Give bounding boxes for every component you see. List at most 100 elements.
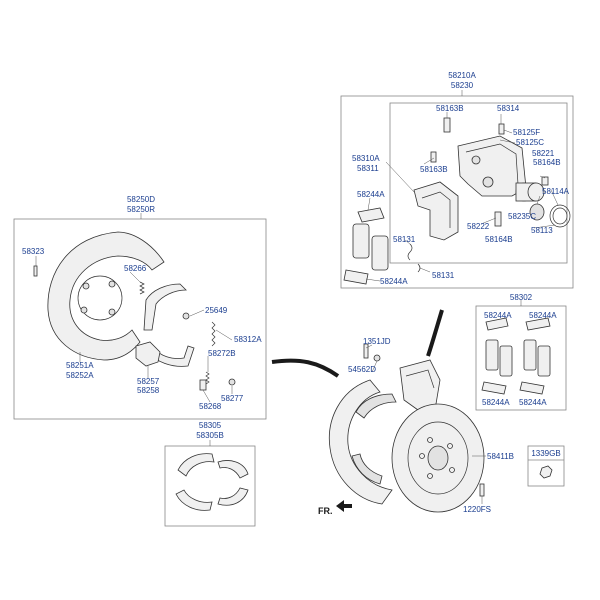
label-58244A-5: 58244A [482, 398, 510, 407]
label-58230: 58230 [451, 81, 474, 90]
caliper-carrier-bracket [413, 181, 459, 241]
caliper-assembly-box [340, 95, 574, 289]
pad-spring-a [407, 243, 413, 261]
kit-pad-4 [537, 345, 551, 377]
kit-clip-2 [525, 317, 551, 331]
label-58411B: 58411B [487, 452, 514, 461]
label-58311: 58311 [357, 164, 379, 173]
kit-pad-1 [485, 339, 499, 371]
parking-brake-box [13, 218, 267, 420]
cup-58277 [228, 378, 236, 386]
spring-58272B [205, 371, 210, 385]
backing-plate [47, 231, 165, 361]
label-58250D: 58250D [127, 195, 155, 204]
washer-54562D [373, 354, 381, 362]
label-58323: 58323 [22, 247, 45, 256]
retainer-25649 [182, 312, 190, 320]
label-58312A: 58312A [234, 335, 262, 344]
brake-pad-inner [371, 235, 389, 271]
pad-clip-upper [357, 207, 385, 223]
spring-58266 [139, 281, 145, 295]
label-58305B: 58305B [196, 431, 224, 440]
caliper-installed [399, 359, 441, 411]
spring-58312A [211, 321, 216, 347]
label-58272B: 58272B [208, 349, 236, 358]
label-58250R: 58250R [127, 205, 155, 214]
label-58164B-top: 58164B [533, 158, 561, 167]
front-direction-label: FR. [318, 506, 333, 516]
nut-1339GB [539, 465, 553, 479]
kit-clip-1 [485, 317, 509, 331]
label-58244A-3: 58244A [484, 311, 512, 320]
main-assembly-group: 1351JD 54562D 58411B 1220FS FR. [271, 309, 514, 516]
pointer-arrow-parking [271, 358, 340, 378]
label-58252A: 58252A [66, 371, 94, 380]
label-58125C: 58125C [516, 138, 544, 147]
pad-clip-lower [343, 269, 369, 285]
label-58125F: 58125F [513, 128, 540, 137]
shoe-set-2 [217, 460, 249, 479]
label-58314: 58314 [497, 104, 520, 113]
caliper-body [457, 135, 527, 197]
label-58244A-4: 58244A [529, 311, 557, 320]
label-54562D: 54562D [348, 365, 376, 374]
guide-bolt-top [443, 117, 451, 133]
label-58164B-low: 58164B [485, 235, 513, 244]
label-25649: 25649 [205, 306, 228, 315]
label-58244A-1: 58244A [357, 190, 385, 199]
caliper-inner-box [389, 102, 568, 264]
caliper-assembly-group: 58210A 58230 58163B 58314 58125F 58125C … [340, 71, 574, 289]
nut-group: 1339GB [527, 445, 565, 487]
screw-1220FS [479, 483, 485, 497]
label-1339GB: 1339GB [531, 449, 560, 458]
adjuster [135, 341, 161, 367]
label-58163B-mid: 58163B [420, 165, 448, 174]
pin-58268 [199, 379, 207, 391]
kit-pad-3 [523, 339, 537, 371]
kit-pad-2 [499, 345, 513, 377]
shoe-set-3 [175, 489, 213, 511]
label-58266: 58266 [124, 264, 147, 273]
bleed-screw [498, 123, 505, 135]
label-58114A: 58114A [542, 187, 570, 196]
shoe-set-group: 58305 58305B [164, 421, 256, 527]
kit-clip-3 [481, 381, 507, 395]
front-arrow-icon [336, 500, 352, 512]
bolt-58323 [33, 265, 38, 277]
label-58131-b: 58131 [432, 271, 455, 280]
piston-seal-ring [549, 204, 571, 228]
label-58113: 58113 [531, 226, 553, 235]
label-58251A: 58251A [66, 361, 94, 370]
label-58257: 58257 [137, 377, 160, 386]
label-58302: 58302 [510, 293, 533, 302]
label-1351JD: 1351JD [363, 337, 391, 346]
kit-clip-4 [519, 381, 545, 395]
label-58310A: 58310A [352, 154, 380, 163]
label-58163B-top: 58163B [436, 104, 464, 113]
guide-bolt-lower [494, 211, 502, 227]
label-58268: 58268 [199, 402, 222, 411]
pad-kit-group: 58302 58244A 58244A 58244A 58244A [475, 293, 567, 411]
shoe-set-1 [177, 453, 215, 477]
label-58258: 58258 [137, 386, 160, 395]
label-58131-a: 58131 [393, 235, 416, 244]
pad-spring-b [417, 263, 421, 273]
nut-box [527, 445, 565, 487]
label-58244A-2: 58244A [380, 277, 408, 286]
parking-shoe-upper [143, 283, 187, 331]
label-58277: 58277 [221, 394, 244, 403]
dust-shield [328, 379, 393, 505]
guide-pin [541, 176, 549, 186]
label-58305: 58305 [199, 421, 222, 430]
label-58210A: 58210A [448, 71, 476, 80]
label-58221: 58221 [532, 149, 555, 158]
parking-brake-group: 58250D 58250R 58323 58266 25649 58312A 5… [13, 195, 267, 420]
label-58244A-6: 58244A [519, 398, 547, 407]
shoe-set-4 [217, 487, 249, 506]
label-58222: 58222 [467, 222, 490, 231]
brake-pad-outer [352, 223, 370, 259]
bolt-1351JD [363, 343, 369, 359]
label-58235C: 58235C [508, 212, 536, 221]
